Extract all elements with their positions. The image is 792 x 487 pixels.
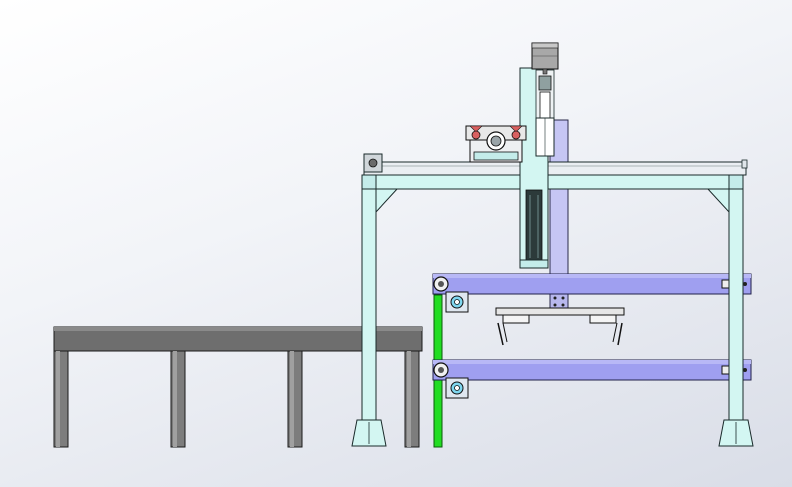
- gantry-top-beam: [361, 153, 748, 190]
- stepper-motor: [531, 42, 559, 75]
- carriage-assembly: [535, 69, 555, 157]
- gantry-frame: [351, 187, 754, 447]
- lower-rail: [432, 359, 752, 399]
- beam-carriage: [465, 125, 527, 163]
- gripper: [495, 307, 625, 346]
- work-table: [53, 326, 423, 448]
- upper-rail: [432, 273, 752, 313]
